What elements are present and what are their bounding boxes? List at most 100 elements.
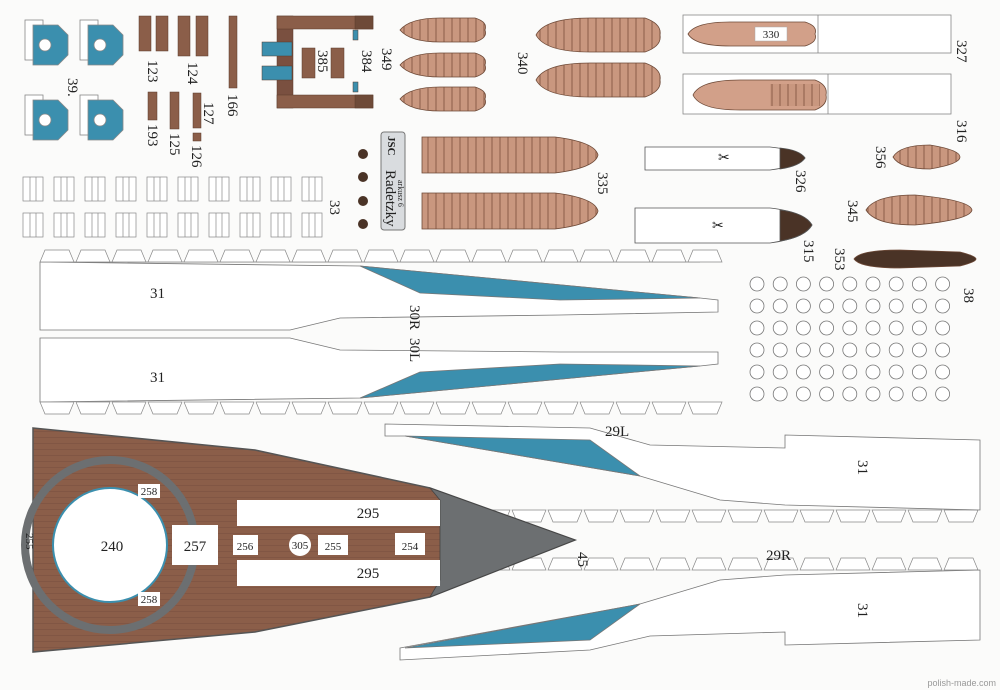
glue-tab <box>799 557 835 571</box>
label-315: 315 <box>800 240 816 263</box>
glue-tab <box>147 249 183 263</box>
model-title: Radetzky <box>382 170 398 227</box>
scissors-icon: ✂ <box>712 219 724 234</box>
part-38-disc <box>749 320 765 336</box>
part-38-disc <box>912 342 927 358</box>
part-38-disc <box>819 386 834 402</box>
glue-tab <box>943 509 979 523</box>
label-31: 31 <box>854 460 870 475</box>
part-38-disc <box>749 364 765 380</box>
part-33-piece <box>208 176 230 202</box>
glue-tab <box>327 401 363 415</box>
glue-tab <box>183 249 219 263</box>
glue-tab <box>219 401 255 415</box>
part-38-disc <box>796 276 811 292</box>
boats-small <box>853 144 977 269</box>
glue-tab <box>835 509 871 523</box>
part-384-frame <box>261 15 374 109</box>
part-38-disc <box>749 342 765 358</box>
glue-tab <box>399 249 435 263</box>
part-38-disc <box>865 364 881 380</box>
hull-side-29L <box>384 423 981 511</box>
label-305: 305 <box>292 540 309 552</box>
glue-tab <box>507 249 543 263</box>
label-29L: 29L <box>605 424 629 440</box>
glue-tab <box>111 401 147 415</box>
label-39: 39. <box>64 78 80 97</box>
part-38-disc <box>865 320 881 336</box>
part-33-piece <box>22 176 44 202</box>
part-38-disc <box>819 276 834 292</box>
watermark: polish-made.com <box>927 678 996 688</box>
glue-tab <box>547 557 583 571</box>
label-384: 384 <box>358 50 374 73</box>
part-38-disc <box>819 342 834 358</box>
label-258: 258 <box>141 594 158 606</box>
label-255: 255 <box>325 541 342 553</box>
part-38-disc <box>912 276 927 292</box>
label-316: 316 <box>953 120 969 143</box>
part-38-disc <box>865 276 881 292</box>
label-330: 330 <box>763 29 780 41</box>
label-29R: 29R <box>766 548 791 564</box>
glue-tab <box>147 401 183 415</box>
label-255: 255 <box>23 533 35 550</box>
part-39-group <box>24 19 124 141</box>
part-38-disc <box>888 386 904 402</box>
part-38-disc <box>912 386 927 402</box>
label-193: 193 <box>144 124 160 147</box>
part-38-disc <box>842 342 858 358</box>
label-45: 45 <box>574 552 590 567</box>
part-38-disc <box>819 364 834 380</box>
part-38-disc <box>935 320 950 336</box>
part-33-piece <box>301 176 323 202</box>
part-38-disc <box>888 320 904 336</box>
glue-tab <box>651 401 687 415</box>
glue-tab <box>763 557 799 571</box>
part-33-piece <box>270 212 292 238</box>
label-327: 327 <box>953 40 969 63</box>
label-126: 126 <box>188 145 204 168</box>
part-33-piece <box>146 212 168 238</box>
part-38-disc <box>935 342 950 358</box>
part-38-disc <box>796 320 811 336</box>
part-38-disc <box>842 298 858 314</box>
glue-tab <box>291 249 327 263</box>
part-38-disc <box>865 386 881 402</box>
part-33-piece <box>239 212 261 238</box>
label-256: 256 <box>237 541 254 553</box>
glue-tab <box>655 509 691 523</box>
label-335: 335 <box>594 172 610 195</box>
boats-340 <box>535 17 661 98</box>
glue-tab <box>691 509 727 523</box>
glue-tab <box>763 509 799 523</box>
part-38-disc <box>888 342 904 358</box>
part-38-disc <box>912 320 927 336</box>
label-30L: 30L <box>406 338 422 362</box>
hull-side-29R <box>399 569 981 661</box>
portholes <box>358 149 368 229</box>
label-349: 349 <box>378 48 394 71</box>
glue-tab <box>471 249 507 263</box>
label-295: 295 <box>357 506 380 522</box>
glue-tab <box>579 401 615 415</box>
part-38-disc <box>842 320 858 336</box>
publisher-logo: JSC <box>385 136 397 156</box>
glue-tab <box>255 249 291 263</box>
glue-tab <box>399 401 435 415</box>
glue-tab <box>291 401 327 415</box>
part-38-disc <box>772 386 788 402</box>
sheet-number: arkusz 6 <box>396 180 405 207</box>
glue-tab <box>651 249 687 263</box>
glue-tab <box>615 249 651 263</box>
part-38-disc <box>842 276 858 292</box>
label-166: 166 <box>224 94 240 117</box>
glue-tab <box>871 509 907 523</box>
part-38-disc <box>772 276 788 292</box>
label-295: 295 <box>357 566 380 582</box>
part-38-disc <box>796 364 811 380</box>
part-33-piece <box>115 176 137 202</box>
label-31: 31 <box>150 286 165 302</box>
label-38: 38 <box>960 288 976 303</box>
glue-tab <box>39 249 75 263</box>
